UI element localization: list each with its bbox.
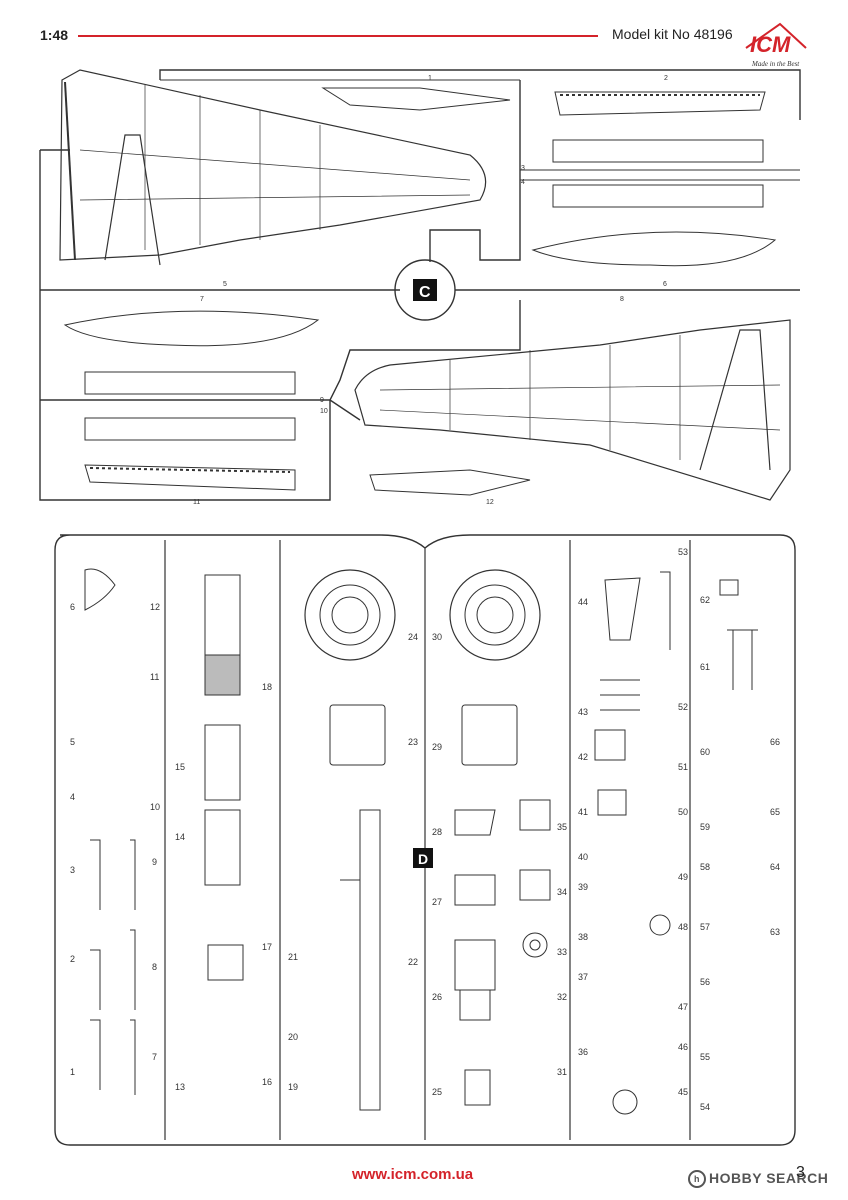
svg-text:2: 2 — [664, 75, 668, 82]
svg-text:43: 43 — [578, 707, 588, 717]
wing-left-part-1 — [59, 69, 487, 261]
svg-text:61: 61 — [700, 662, 710, 672]
svg-text:1: 1 — [428, 75, 432, 82]
svg-text:62: 62 — [700, 595, 710, 605]
svg-text:6: 6 — [663, 281, 667, 288]
svg-text:65: 65 — [770, 807, 780, 817]
svg-text:45: 45 — [678, 1087, 688, 1097]
svg-text:59: 59 — [700, 822, 710, 832]
logo-text: ICM — [750, 32, 791, 57]
svg-text:3: 3 — [70, 865, 75, 875]
svg-text:8: 8 — [620, 296, 624, 303]
svg-text:7: 7 — [152, 1052, 157, 1062]
svg-text:17: 17 — [262, 942, 272, 952]
svg-text:9: 9 — [152, 857, 157, 867]
svg-text:54: 54 — [700, 1102, 710, 1112]
svg-text:56: 56 — [700, 977, 710, 987]
svg-text:15: 15 — [175, 762, 185, 772]
svg-text:4: 4 — [521, 179, 525, 186]
svg-text:52: 52 — [678, 702, 688, 712]
svg-text:21: 21 — [288, 952, 298, 962]
svg-text:31: 31 — [557, 1067, 567, 1077]
svg-text:47: 47 — [678, 1002, 688, 1012]
svg-text:9: 9 — [320, 397, 324, 404]
svg-text:5: 5 — [223, 281, 227, 288]
sprue-d-frame — [54, 534, 796, 1146]
svg-text:64: 64 — [770, 862, 780, 872]
icm-logo: ICM — [745, 22, 807, 57]
wing-right-part-2 — [354, 319, 791, 501]
svg-text:27: 27 — [432, 897, 442, 907]
sprue-c-label: C — [419, 284, 431, 301]
svg-text:58: 58 — [700, 862, 710, 872]
svg-text:25: 25 — [432, 1087, 442, 1097]
sprue-d-badge — [413, 848, 433, 868]
svg-text:46: 46 — [678, 1042, 688, 1052]
logo-tagline: Made in the Best — [752, 60, 800, 68]
svg-text:10: 10 — [320, 408, 328, 415]
svg-text:13: 13 — [175, 1082, 185, 1092]
svg-text:20: 20 — [288, 1032, 298, 1042]
svg-text:14: 14 — [175, 832, 185, 842]
svg-text:12: 12 — [486, 499, 494, 506]
svg-text:63: 63 — [770, 927, 780, 937]
svg-text:42: 42 — [578, 752, 588, 762]
svg-text:53: 53 — [678, 547, 688, 557]
svg-text:51: 51 — [678, 762, 688, 772]
svg-text:11: 11 — [150, 672, 159, 682]
svg-text:37: 37 — [578, 972, 588, 982]
svg-text:29: 29 — [432, 742, 442, 752]
svg-text:11: 11 — [193, 499, 200, 506]
svg-text:22: 22 — [408, 957, 418, 967]
svg-text:32: 32 — [557, 992, 567, 1002]
hobby-search-icon: h — [688, 1170, 706, 1189]
svg-text:10: 10 — [150, 802, 160, 812]
header-divider — [78, 35, 598, 37]
svg-text:8: 8 — [152, 962, 157, 972]
watermark-text: HOBBY SEARCH — [709, 1170, 829, 1186]
svg-text:57: 57 — [700, 922, 710, 932]
svg-text:26: 26 — [432, 992, 442, 1002]
svg-text:66: 66 — [770, 737, 780, 747]
svg-text:24: 24 — [408, 632, 418, 642]
sprue-d-label: D — [418, 851, 428, 867]
model-kit-number: Model kit No 48196 — [612, 26, 733, 42]
svg-text:44: 44 — [578, 597, 588, 607]
svg-text:33: 33 — [557, 947, 567, 957]
svg-text:35: 35 — [557, 822, 567, 832]
svg-text:55: 55 — [700, 1052, 710, 1062]
svg-text:40: 40 — [578, 852, 588, 862]
svg-text:7: 7 — [200, 296, 204, 303]
svg-text:6: 6 — [70, 602, 75, 612]
svg-text:30: 30 — [432, 632, 442, 642]
svg-text:38: 38 — [578, 932, 588, 942]
svg-text:48: 48 — [678, 922, 688, 932]
svg-text:60: 60 — [700, 747, 710, 757]
sprue-c-badge — [413, 279, 437, 301]
svg-text:2: 2 — [70, 954, 75, 964]
svg-text:36: 36 — [578, 1047, 588, 1057]
svg-text:18: 18 — [262, 682, 272, 692]
svg-text:5: 5 — [70, 737, 75, 747]
svg-text:12: 12 — [150, 602, 160, 612]
svg-text:50: 50 — [678, 807, 688, 817]
svg-text:1: 1 — [70, 1067, 75, 1077]
svg-text:41: 41 — [578, 807, 588, 817]
svg-text:34: 34 — [557, 887, 567, 897]
svg-text:16: 16 — [262, 1077, 272, 1087]
svg-text:4: 4 — [70, 792, 75, 802]
svg-text:28: 28 — [432, 827, 442, 837]
svg-text:19: 19 — [288, 1082, 298, 1092]
website-url[interactable]: www.icm.com.ua — [352, 1166, 474, 1183]
svg-text:23: 23 — [408, 737, 418, 747]
scale-label: 1:48 — [40, 27, 69, 43]
svg-text:49: 49 — [678, 872, 688, 882]
page-number: 3 — [796, 1164, 805, 1181]
svg-text:39: 39 — [578, 882, 588, 892]
svg-text:3: 3 — [521, 165, 525, 172]
